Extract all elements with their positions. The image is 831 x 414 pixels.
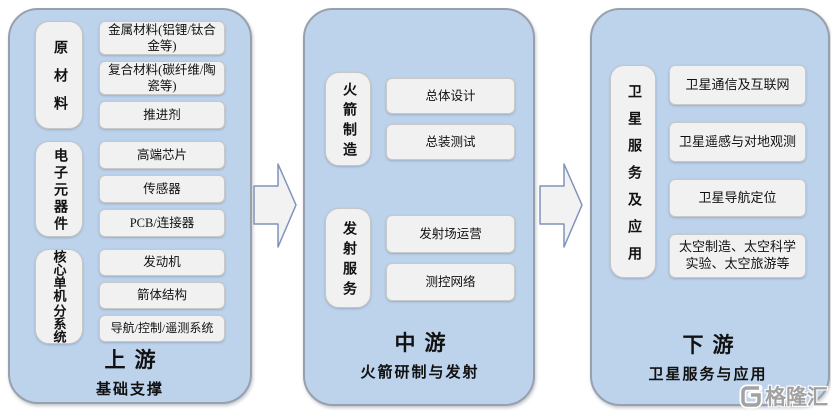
item-composite-materials: 复合材料(碳纤维/陶瓷等) — [99, 61, 225, 95]
group-satellite-services-applications: 卫星服务及应用 卫星通信及互联网 卫星遥感与对地观测 卫星导航定位 太空制造、太… — [610, 65, 806, 278]
label-core-units: 核心单机 — [51, 250, 67, 302]
item-metal-materials: 金属材料(铝锂/钛合金等) — [99, 21, 225, 55]
panel-upstream: 原材料 金属材料(铝锂/钛合金等) 复合材料(碳纤维/陶瓷等) 推进剂 电子元器… — [8, 8, 252, 404]
group-rocket-manufacturing: 火箭制造 总体设计 总装测试 — [325, 72, 515, 166]
group-core-units-subsystems: 核心单机 分系统 发动机 箭体结构 导航/控制/遥测系统 — [35, 249, 225, 344]
panel-downstream: 卫星服务及应用 卫星通信及互联网 卫星遥感与对地观测 卫星导航定位 太空制造、太… — [590, 8, 830, 406]
group-label-electronic-components: 电子元器件 — [35, 141, 83, 237]
item-tracking-network: 测控网络 — [386, 263, 515, 301]
item-high-end-chips: 高端芯片 — [99, 141, 225, 169]
flow-arrow-upstream-to-midstream-icon — [253, 163, 297, 248]
stage-title-midstream: 中游 — [394, 331, 455, 355]
group-launch-services: 发射服务 发射场运营 测控网络 — [325, 208, 515, 308]
group-label-rocket-manufacturing: 火箭制造 — [325, 72, 371, 166]
upstream-footer: 上游 基础支撑 — [35, 344, 225, 399]
group-label-core-units-subsystems: 核心单机 分系统 — [35, 249, 83, 344]
group-label-raw-materials: 原材料 — [35, 21, 83, 129]
stage-title-upstream: 上游 — [104, 348, 165, 372]
gelonghui-logo: 格隆汇 — [739, 381, 828, 411]
group-label-satellite-services: 卫星服务及应用 — [610, 65, 656, 278]
item-space-manufacturing-science-tourism: 太空制造、太空科学实验、太空旅游等 — [669, 234, 806, 278]
upstream-groups: 原材料 金属材料(铝锂/钛合金等) 复合材料(碳纤维/陶瓷等) 推进剂 电子元器… — [35, 21, 225, 344]
item-rocket-body-structure: 箭体结构 — [99, 282, 225, 309]
midstream-groups: 火箭制造 总体设计 总装测试 发射服务 发射场运营 测控网络 — [325, 72, 515, 308]
item-propellant: 推进剂 — [99, 101, 225, 129]
item-assembly-testing: 总装测试 — [386, 124, 515, 160]
item-sensors: 传感器 — [99, 175, 225, 203]
downstream-groups: 卫星服务及应用 卫星通信及互联网 卫星遥感与对地观测 卫星导航定位 太空制造、太… — [610, 65, 806, 278]
group-raw-materials: 原材料 金属材料(铝锂/钛合金等) 复合材料(碳纤维/陶瓷等) 推进剂 — [35, 21, 225, 129]
item-overall-design: 总体设计 — [386, 78, 515, 114]
item-pcb-connectors: PCB/连接器 — [99, 209, 225, 237]
stage-subtitle-downstream: 卫星服务与应用 — [648, 367, 768, 383]
stage-subtitle-midstream: 火箭研制与发射 — [360, 365, 480, 381]
label-subsystems: 分系统 — [51, 304, 67, 343]
item-satellite-remote-sensing: 卫星遥感与对地观测 — [669, 122, 806, 162]
midstream-footer: 中游 火箭研制与发射 — [325, 327, 515, 382]
group-electronic-components: 电子元器件 高端芯片 传感器 PCB/连接器 — [35, 141, 225, 237]
gelonghui-g-icon — [739, 384, 763, 408]
stage-title-downstream: 下游 — [682, 333, 743, 357]
item-satellite-navigation: 卫星导航定位 — [669, 179, 806, 217]
item-engine: 发动机 — [99, 249, 225, 276]
flow-arrow-midstream-to-downstream-icon — [539, 163, 583, 248]
group-label-launch-services: 发射服务 — [325, 208, 371, 308]
stage-subtitle-upstream: 基础支撑 — [95, 382, 164, 398]
brand-text: 格隆汇 — [765, 386, 828, 409]
item-nav-control-telemetry: 导航/控制/遥测系统 — [99, 315, 225, 342]
item-satellite-communication-internet: 卫星通信及互联网 — [669, 65, 806, 105]
item-launch-site-operation: 发射场运营 — [386, 215, 515, 253]
downstream-footer: 下游 卫星服务与应用 — [610, 329, 806, 384]
panel-midstream: 火箭制造 总体设计 总装测试 发射服务 发射场运营 测控网络 中游 火箭研制与发… — [303, 8, 535, 406]
